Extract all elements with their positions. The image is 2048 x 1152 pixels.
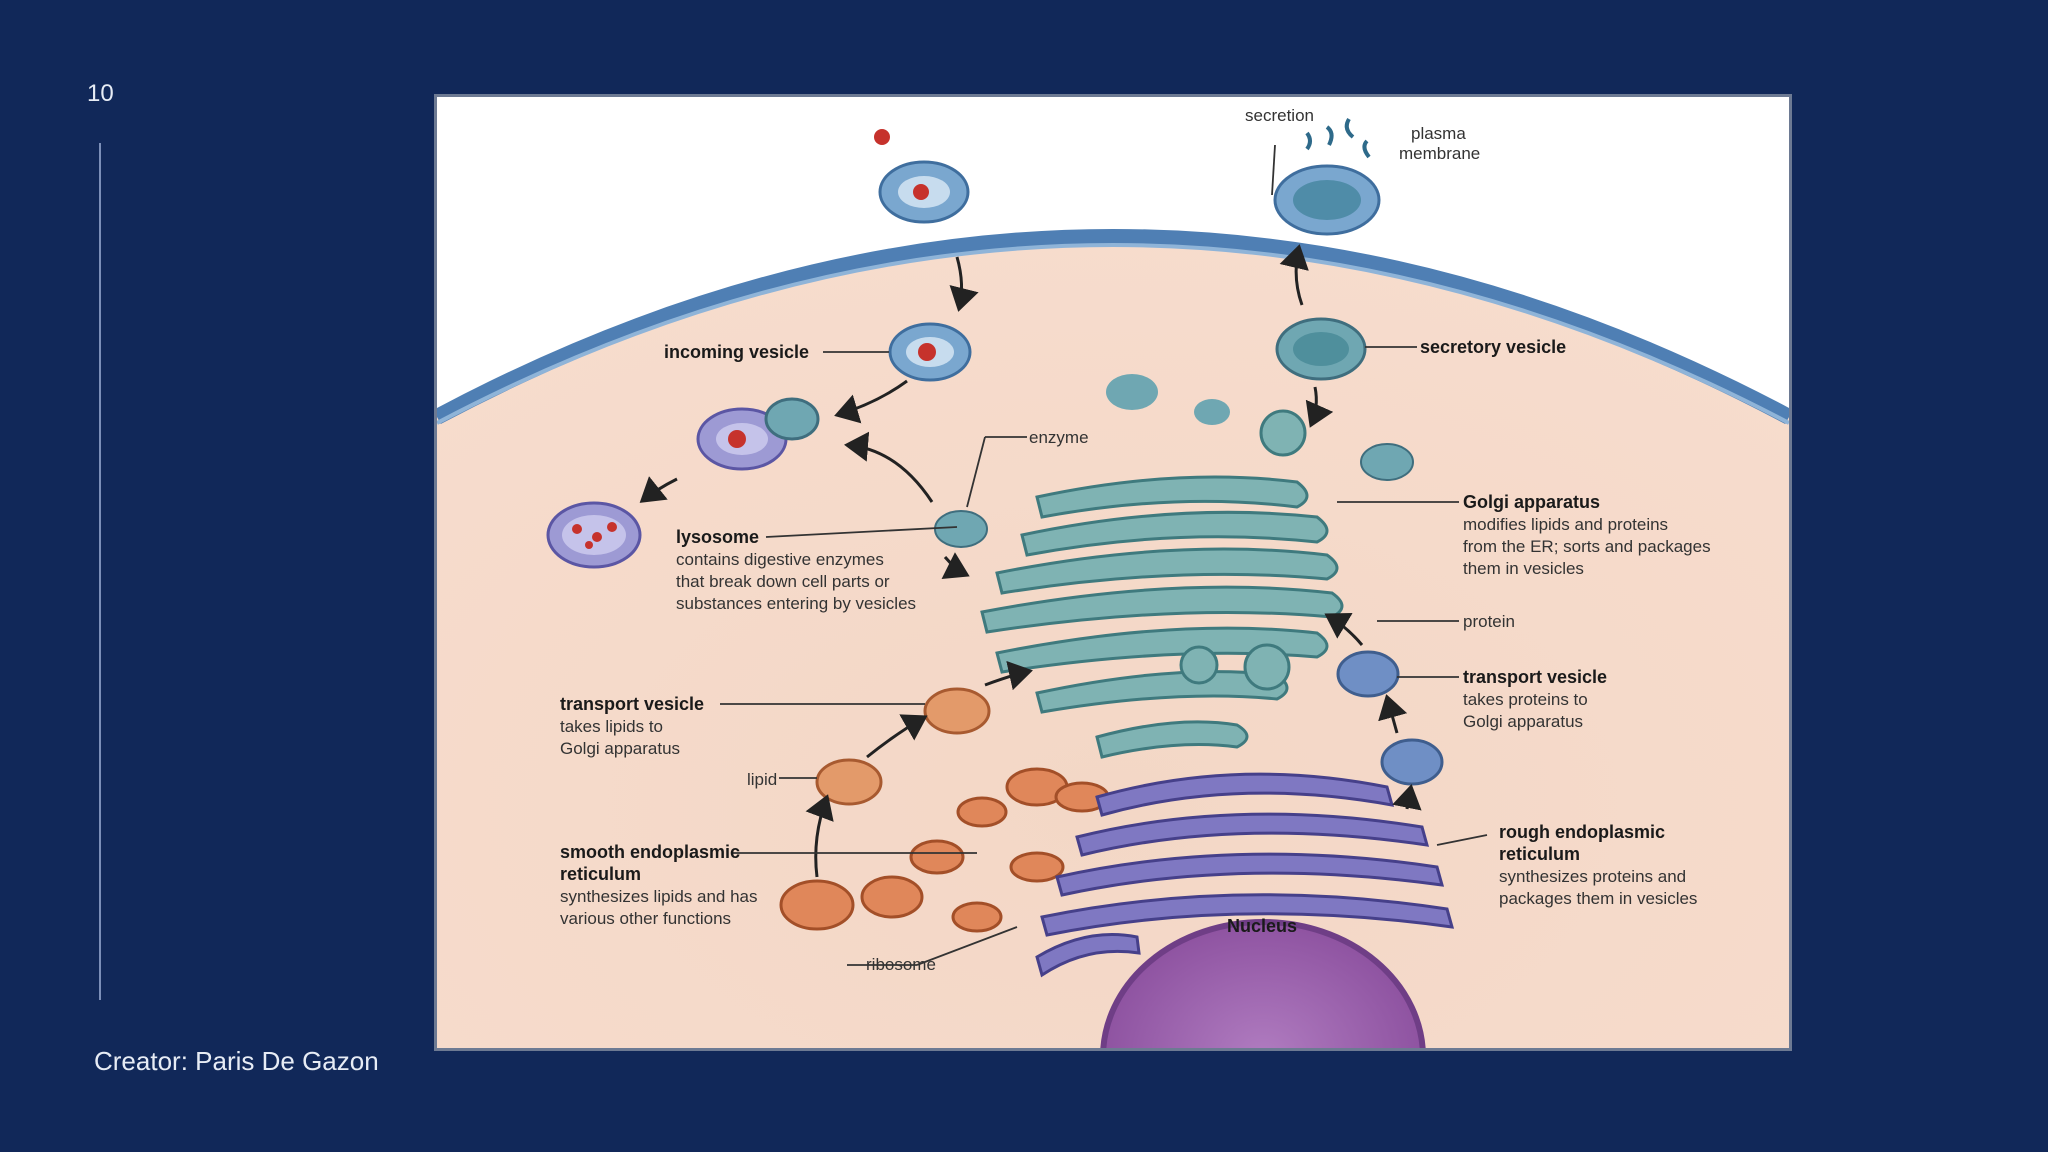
label-golgi-desc-1: modifies lipids and proteins xyxy=(1463,515,1668,534)
label-plasma-membrane-1: plasma xyxy=(1411,124,1466,143)
label-protein: protein xyxy=(1463,612,1515,631)
secretory-vesicle xyxy=(1275,317,1367,381)
label-smooth-er-desc-1: synthesizes lipids and has xyxy=(560,887,758,906)
fusing-lysosome xyxy=(696,397,820,471)
plasma-membrane xyxy=(437,229,1789,425)
label-rough-er-title-1: rough endoplasmic xyxy=(1499,822,1665,842)
transport-vesicle-protein xyxy=(1336,650,1444,786)
label-transport-vesicle-right-desc-1: takes proteins to xyxy=(1463,690,1588,709)
label-secretion: secretion xyxy=(1245,106,1314,125)
label-plasma-membrane-2: membrane xyxy=(1399,144,1480,163)
label-rough-er-title-2: reticulum xyxy=(1499,844,1580,864)
label-lysosome-desc-1: contains digestive enzymes xyxy=(676,550,884,569)
nucleus xyxy=(1100,919,1426,1048)
label-golgi-desc-3: them in vesicles xyxy=(1463,559,1584,578)
label-rough-er-desc-1: synthesizes proteins and xyxy=(1499,867,1686,886)
label-secretory-vesicle: secretory vesicle xyxy=(1420,337,1566,357)
label-transport-vesicle-left-desc-1: takes lipids to xyxy=(560,717,663,736)
label-transport-vesicle-right-title: transport vesicle xyxy=(1463,667,1607,687)
slide-number: 10 xyxy=(87,80,114,107)
secretion-particles xyxy=(1305,117,1371,159)
golgi-apparatus xyxy=(980,409,1344,759)
label-lysosome-desc-3: substances entering by vesicles xyxy=(676,594,916,613)
lysosome xyxy=(546,501,642,569)
pathway-arrows xyxy=(639,244,1422,878)
label-transport-vesicle-left-desc-2: Golgi apparatus xyxy=(560,739,680,758)
label-incoming-vesicle: incoming vesicle xyxy=(664,342,809,362)
label-nucleus: Nucleus xyxy=(1227,916,1297,936)
label-lipid: lipid xyxy=(747,770,777,789)
label-golgi-desc-2: from the ER; sorts and packages xyxy=(1463,537,1711,556)
transport-vesicle-lipid xyxy=(815,687,991,806)
exocytosis-vesicle xyxy=(1273,164,1381,236)
label-golgi-title: Golgi apparatus xyxy=(1463,492,1600,512)
leader-lines xyxy=(720,144,1488,966)
label-smooth-er-desc-2: various other functions xyxy=(560,909,731,928)
label-smooth-er-title-2: reticulum xyxy=(560,864,641,884)
label-transport-vesicle-right-desc-2: Golgi apparatus xyxy=(1463,712,1583,731)
label-smooth-er-title-1: smooth endoplasmic xyxy=(560,842,740,862)
endocytosis-vesicle xyxy=(874,129,970,224)
label-lysosome-desc-2: that break down cell parts or xyxy=(676,572,890,591)
cell-diagram: secretion plasma membrane incoming vesic… xyxy=(434,94,1792,1051)
label-enzyme: enzyme xyxy=(1029,428,1089,447)
vertical-divider xyxy=(99,143,101,1000)
label-transport-vesicle-left-title: transport vesicle xyxy=(560,694,704,714)
label-rough-er-desc-2: packages them in vesicles xyxy=(1499,889,1697,908)
label-lysosome-title: lysosome xyxy=(676,527,759,547)
smooth-er xyxy=(779,767,1110,933)
small-vesicles xyxy=(934,374,1414,548)
incoming-vesicle xyxy=(888,322,972,382)
label-ribosome: ribosome xyxy=(866,955,936,974)
creator-credit: Creator: Paris De Gazon xyxy=(94,1046,379,1076)
rough-er xyxy=(1035,772,1455,978)
